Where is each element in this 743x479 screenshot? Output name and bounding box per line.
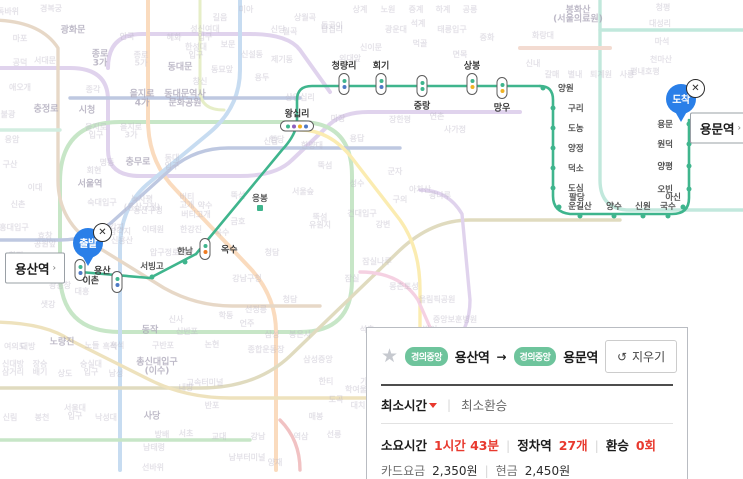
summary-value-stops: 27개 <box>558 438 588 453</box>
tab-min-transfer[interactable]: 최소환승 <box>461 398 508 413</box>
fare-row: 카드요금 2,350원 | 현금 2,450원 <box>381 454 673 479</box>
to-station-label: 용문역 <box>563 351 598 366</box>
sort-tabs: 최소시간 | 최소환승 <box>381 386 673 423</box>
summary-label-duration: 소요시간 <box>381 438 428 453</box>
chevron-right-icon: › <box>737 123 742 133</box>
favorite-star-icon[interactable]: ★ <box>381 345 399 367</box>
refresh-icon: ↺ <box>616 349 628 364</box>
line-badge-from: 경의중앙 <box>405 347 448 366</box>
fare-separator: | <box>484 464 489 478</box>
chevron-down-icon <box>429 403 438 408</box>
departure-pin-tip <box>80 252 96 266</box>
arrival-pin-tip <box>673 108 689 122</box>
arrival-pin-label: 도착 <box>672 94 690 106</box>
route-info-panel: ★ 경의중앙 용산역 → 경의중앙 용문역 ↺ 지우기 최소시간 | 최소환승 … <box>366 327 688 479</box>
arrival-close-icon[interactable]: ✕ <box>686 79 705 98</box>
departure-close-icon[interactable]: ✕ <box>93 223 112 242</box>
fare-label-cash: 현금 <box>495 464 518 478</box>
departure-station-name: 용산역 <box>15 261 50 277</box>
route-arrow-icon: → <box>496 349 507 364</box>
departure-pin-label: 출발 <box>79 238 97 250</box>
tab-separator: | <box>447 397 452 412</box>
summary-separator: | <box>505 438 511 453</box>
line-badge-to: 경의중앙 <box>513 347 557 366</box>
fare-value-card: 2,350원 <box>432 464 478 478</box>
departure-pin[interactable]: 출발 ✕ <box>73 223 112 268</box>
arrival-station-name: 용문역 <box>700 121 735 137</box>
tab-min-time-label: 최소시간 <box>381 398 428 413</box>
panel-header: ★ 경의중앙 용산역 → 경의중앙 용문역 ↺ 지우기 <box>381 340 678 373</box>
panel-divider-strong <box>381 384 673 386</box>
summary-value-duration: 1시간 43분 <box>434 438 499 453</box>
fare-label-card: 카드요금 <box>381 464 426 478</box>
arrival-station-box[interactable]: 용문역 › <box>690 112 743 144</box>
tab-min-time[interactable]: 최소시간 <box>381 395 438 414</box>
summary-separator: | <box>594 438 599 453</box>
summary-value-transfers: 0회 <box>635 438 657 453</box>
clear-button-label: 지우기 <box>632 350 666 364</box>
clear-button[interactable]: ↺ 지우기 <box>604 340 678 373</box>
departure-station-box[interactable]: 용산역 › <box>5 252 66 284</box>
panel-divider-light <box>381 423 673 424</box>
chevron-right-icon: › <box>52 263 57 273</box>
fare-value-cash: 2,450원 <box>524 464 571 478</box>
summary-label-stops: 정차역 <box>517 438 552 453</box>
arrival-pin[interactable]: 도착 ✕ <box>666 79 705 124</box>
from-station-label: 용산역 <box>454 351 490 366</box>
route-summary-row: 소요시간 1시간 43분 | 정차역 27개 | 환승 0회 <box>381 424 673 454</box>
summary-label-transfers: 환승 <box>605 438 629 453</box>
